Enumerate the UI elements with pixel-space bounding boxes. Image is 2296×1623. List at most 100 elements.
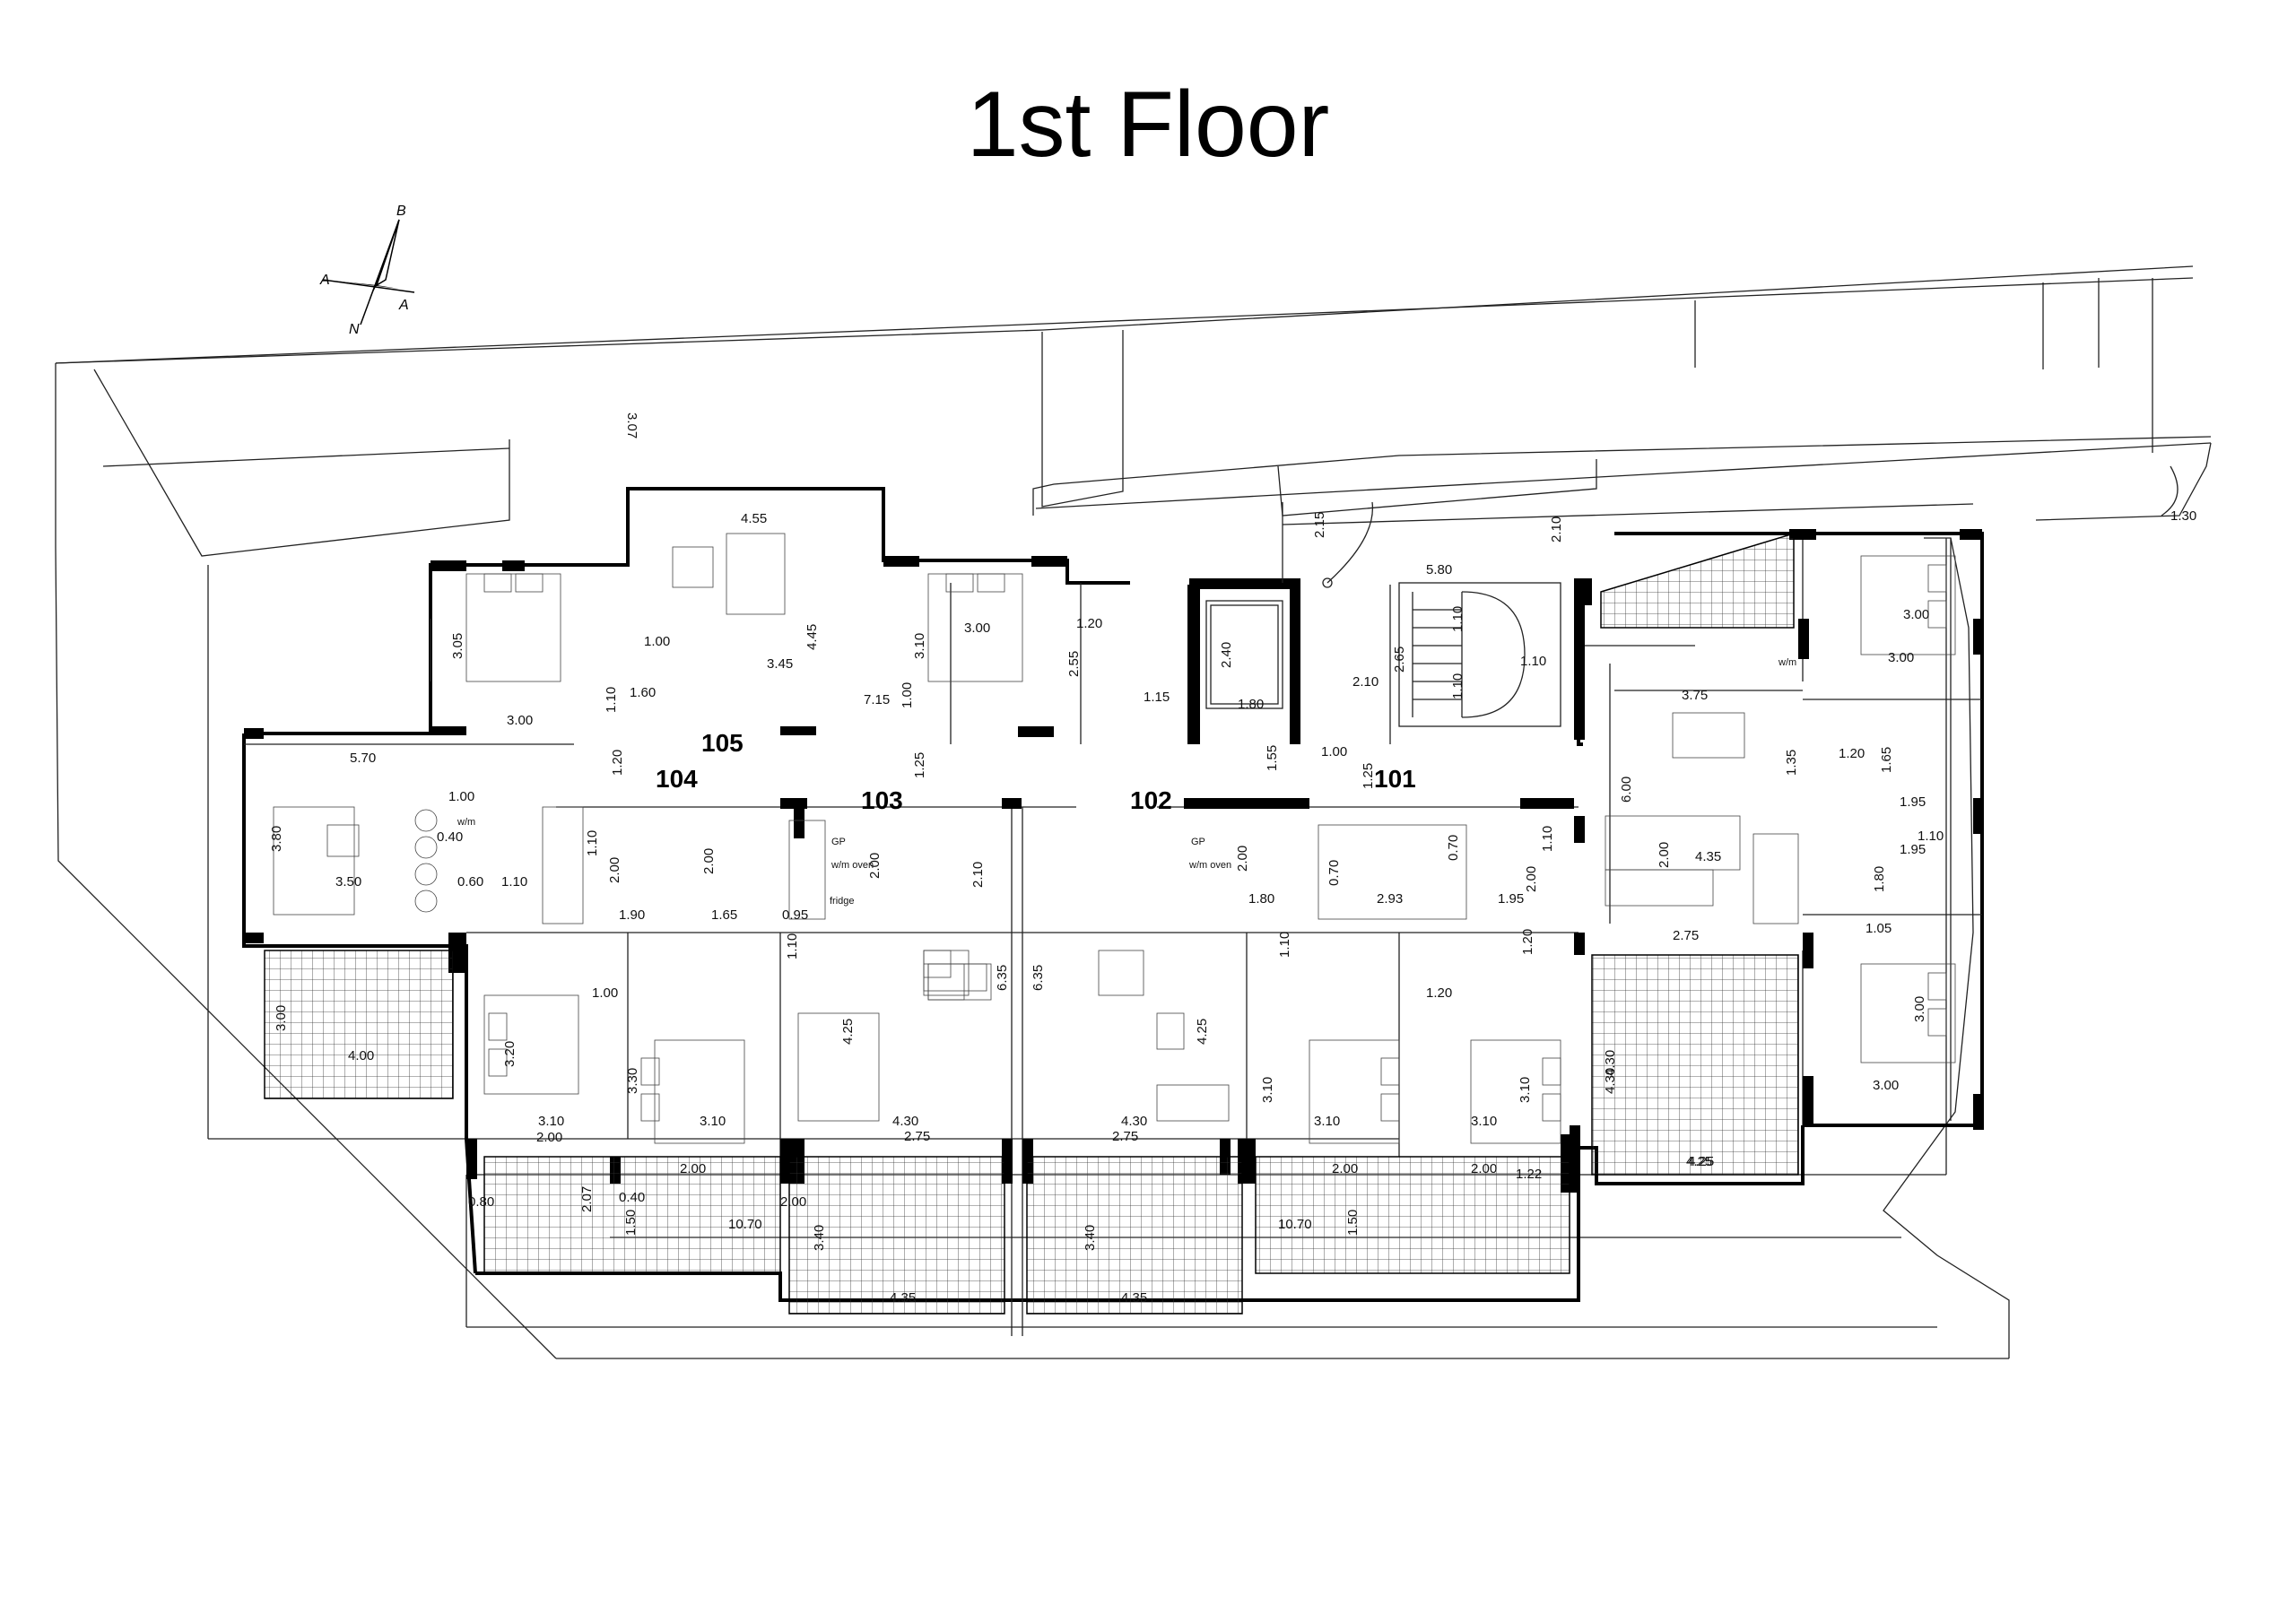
dimension-label: 1.80 [1238, 697, 1264, 712]
dimension-label: 1.90 [619, 907, 645, 923]
unit-labels: 105 104 103 102 101 [656, 729, 1416, 814]
unit-label-103: 103 [861, 786, 903, 814]
dimension-label: 1.10 [1277, 932, 1292, 958]
dimension-label: 1.00 [592, 985, 618, 1001]
dimension-label: 1.50 [1345, 1210, 1361, 1236]
dimension-label: 1.10 [1540, 826, 1555, 852]
dimension-label: 2.00 [1524, 866, 1539, 892]
dimension-label: 4.35 [1121, 1290, 1147, 1306]
dimension-label: 1.95 [1900, 842, 1926, 857]
dimension-label: 2.65 [1392, 647, 1407, 673]
dimension-label: 1.30 [2170, 508, 2196, 524]
oven-label-103: w/m oven [831, 860, 874, 871]
dimension-label: 2.00 [1235, 846, 1250, 872]
compass-a-left-label: A [319, 273, 330, 288]
dimension-label: 1.65 [711, 907, 737, 923]
dimension-label: 3.07 [624, 412, 639, 438]
dimension-label: 2.75 [1112, 1129, 1138, 1144]
dimension-label: 1.10 [604, 687, 619, 713]
dimension-label: 2.00 [780, 1194, 806, 1210]
dimension-label: 4.30 [1603, 1068, 1618, 1094]
dimension-label: 3.10 [1314, 1114, 1340, 1129]
unit-label-101: 101 [1374, 765, 1416, 793]
dimension-label: 0.40 [619, 1190, 645, 1205]
dimension-label: 2.00 [1657, 842, 1672, 868]
dimension-label: 3.05 [450, 633, 465, 659]
dimension-label: 3.10 [1471, 1114, 1497, 1129]
dimension-label: 5.70 [350, 751, 376, 766]
dimension-label: 1.10 [1450, 606, 1465, 632]
compass-a-right-label: A [398, 298, 409, 313]
lift-shaft [1205, 600, 1283, 709]
dimension-label: 3.40 [812, 1225, 827, 1251]
dimension-label: 4.25 [840, 1019, 856, 1045]
dimension-label: 1.10 [1450, 673, 1465, 699]
dimension-label: 2.75 [904, 1129, 930, 1144]
dimension-label: 1.80 [1872, 866, 1887, 892]
dimension-label: 2.10 [1352, 674, 1378, 690]
dimension-label: 0.70 [1446, 835, 1461, 861]
dimension-label: 4.30 [1603, 1050, 1618, 1076]
dimension-label: 3.00 [1903, 607, 1929, 622]
dimension-label: 2.00 [1332, 1161, 1358, 1176]
dimension-label: 4.25 [1686, 1154, 1712, 1169]
furniture [273, 533, 1956, 1144]
dimension-label: 2.00 [607, 857, 622, 883]
dimension-label: 4.30 [892, 1114, 918, 1129]
dimension-label: 2.00 [1471, 1161, 1497, 1176]
dimension-label: 1.00 [644, 634, 670, 649]
dimension-label: 1.95 [1498, 891, 1524, 907]
dimension-label: 1.20 [1520, 929, 1535, 955]
dimension-label: 1.10 [501, 874, 527, 890]
compass-b-label: B [396, 204, 406, 219]
dimension-label: 2.10 [970, 862, 986, 888]
dimension-label: 1.00 [1321, 744, 1347, 759]
unit-label-104: 104 [656, 765, 698, 793]
dimension-label: 3.10 [1518, 1077, 1533, 1103]
dimension-label: 4.45 [804, 624, 820, 650]
gas-point-label-102: GP [1191, 837, 1205, 847]
dimension-label: 6.35 [995, 965, 1010, 991]
dimension-label: 7.15 [864, 692, 890, 707]
dimension-label: 2.75 [1673, 928, 1699, 943]
dimension-label: 3.10 [1260, 1077, 1275, 1103]
dimension-label: 2.00 [867, 853, 883, 879]
dimension-label: 0.80 [468, 1194, 494, 1210]
dimension-label: 3.50 [335, 874, 361, 890]
dimension-label: 3.80 [269, 826, 284, 852]
dimension-label: 2.93 [1377, 891, 1403, 907]
dimension-label: 3.00 [1912, 996, 1927, 1022]
dimension-label: 0.70 [1326, 860, 1342, 886]
dimension-label: 3.00 [507, 713, 533, 728]
dimension-label: 1.25 [1361, 763, 1376, 789]
washing-machine-label: w/m [457, 817, 475, 828]
dimension-label: 1.60 [630, 685, 656, 700]
dimension-label: 4.30 [1121, 1114, 1147, 1129]
dimension-label: 3.45 [767, 656, 793, 672]
dimension-label: 2.00 [536, 1130, 562, 1145]
dimension-label: 3.00 [1873, 1078, 1899, 1093]
terraces [264, 532, 1799, 1315]
dimension-label: 2.55 [1066, 651, 1082, 677]
dimension-label: 1.80 [1248, 891, 1274, 907]
dimension-label: 4.25 [1195, 1019, 1210, 1045]
unit-label-102: 102 [1130, 786, 1172, 814]
dimension-label: 3.00 [1888, 650, 1914, 665]
washing-machine-label-101: w/m [1778, 657, 1796, 668]
dimension-label: 3.30 [625, 1068, 640, 1094]
dimension-label: 2.40 [1219, 642, 1234, 668]
dimension-label: 4.00 [348, 1048, 374, 1063]
dimension-label: 3.00 [964, 621, 990, 636]
dimension-label: 5.80 [1426, 562, 1452, 577]
dimension-label: 1.10 [785, 933, 800, 959]
dimension-label: 3.75 [1682, 688, 1708, 703]
dimension-label: 2.10 [1549, 516, 1564, 542]
dimension-label: 1.00 [900, 682, 915, 708]
dimension-label: 1.00 [448, 789, 474, 804]
dimension-label: 1.15 [1144, 690, 1170, 705]
dimension-label: 4.35 [1695, 849, 1721, 864]
dimension-label: 1.20 [1426, 985, 1452, 1001]
dimension-label: 0.95 [782, 907, 808, 923]
dimension-label: 1.22 [1516, 1167, 1542, 1182]
dimension-label: 1.20 [1839, 746, 1865, 761]
